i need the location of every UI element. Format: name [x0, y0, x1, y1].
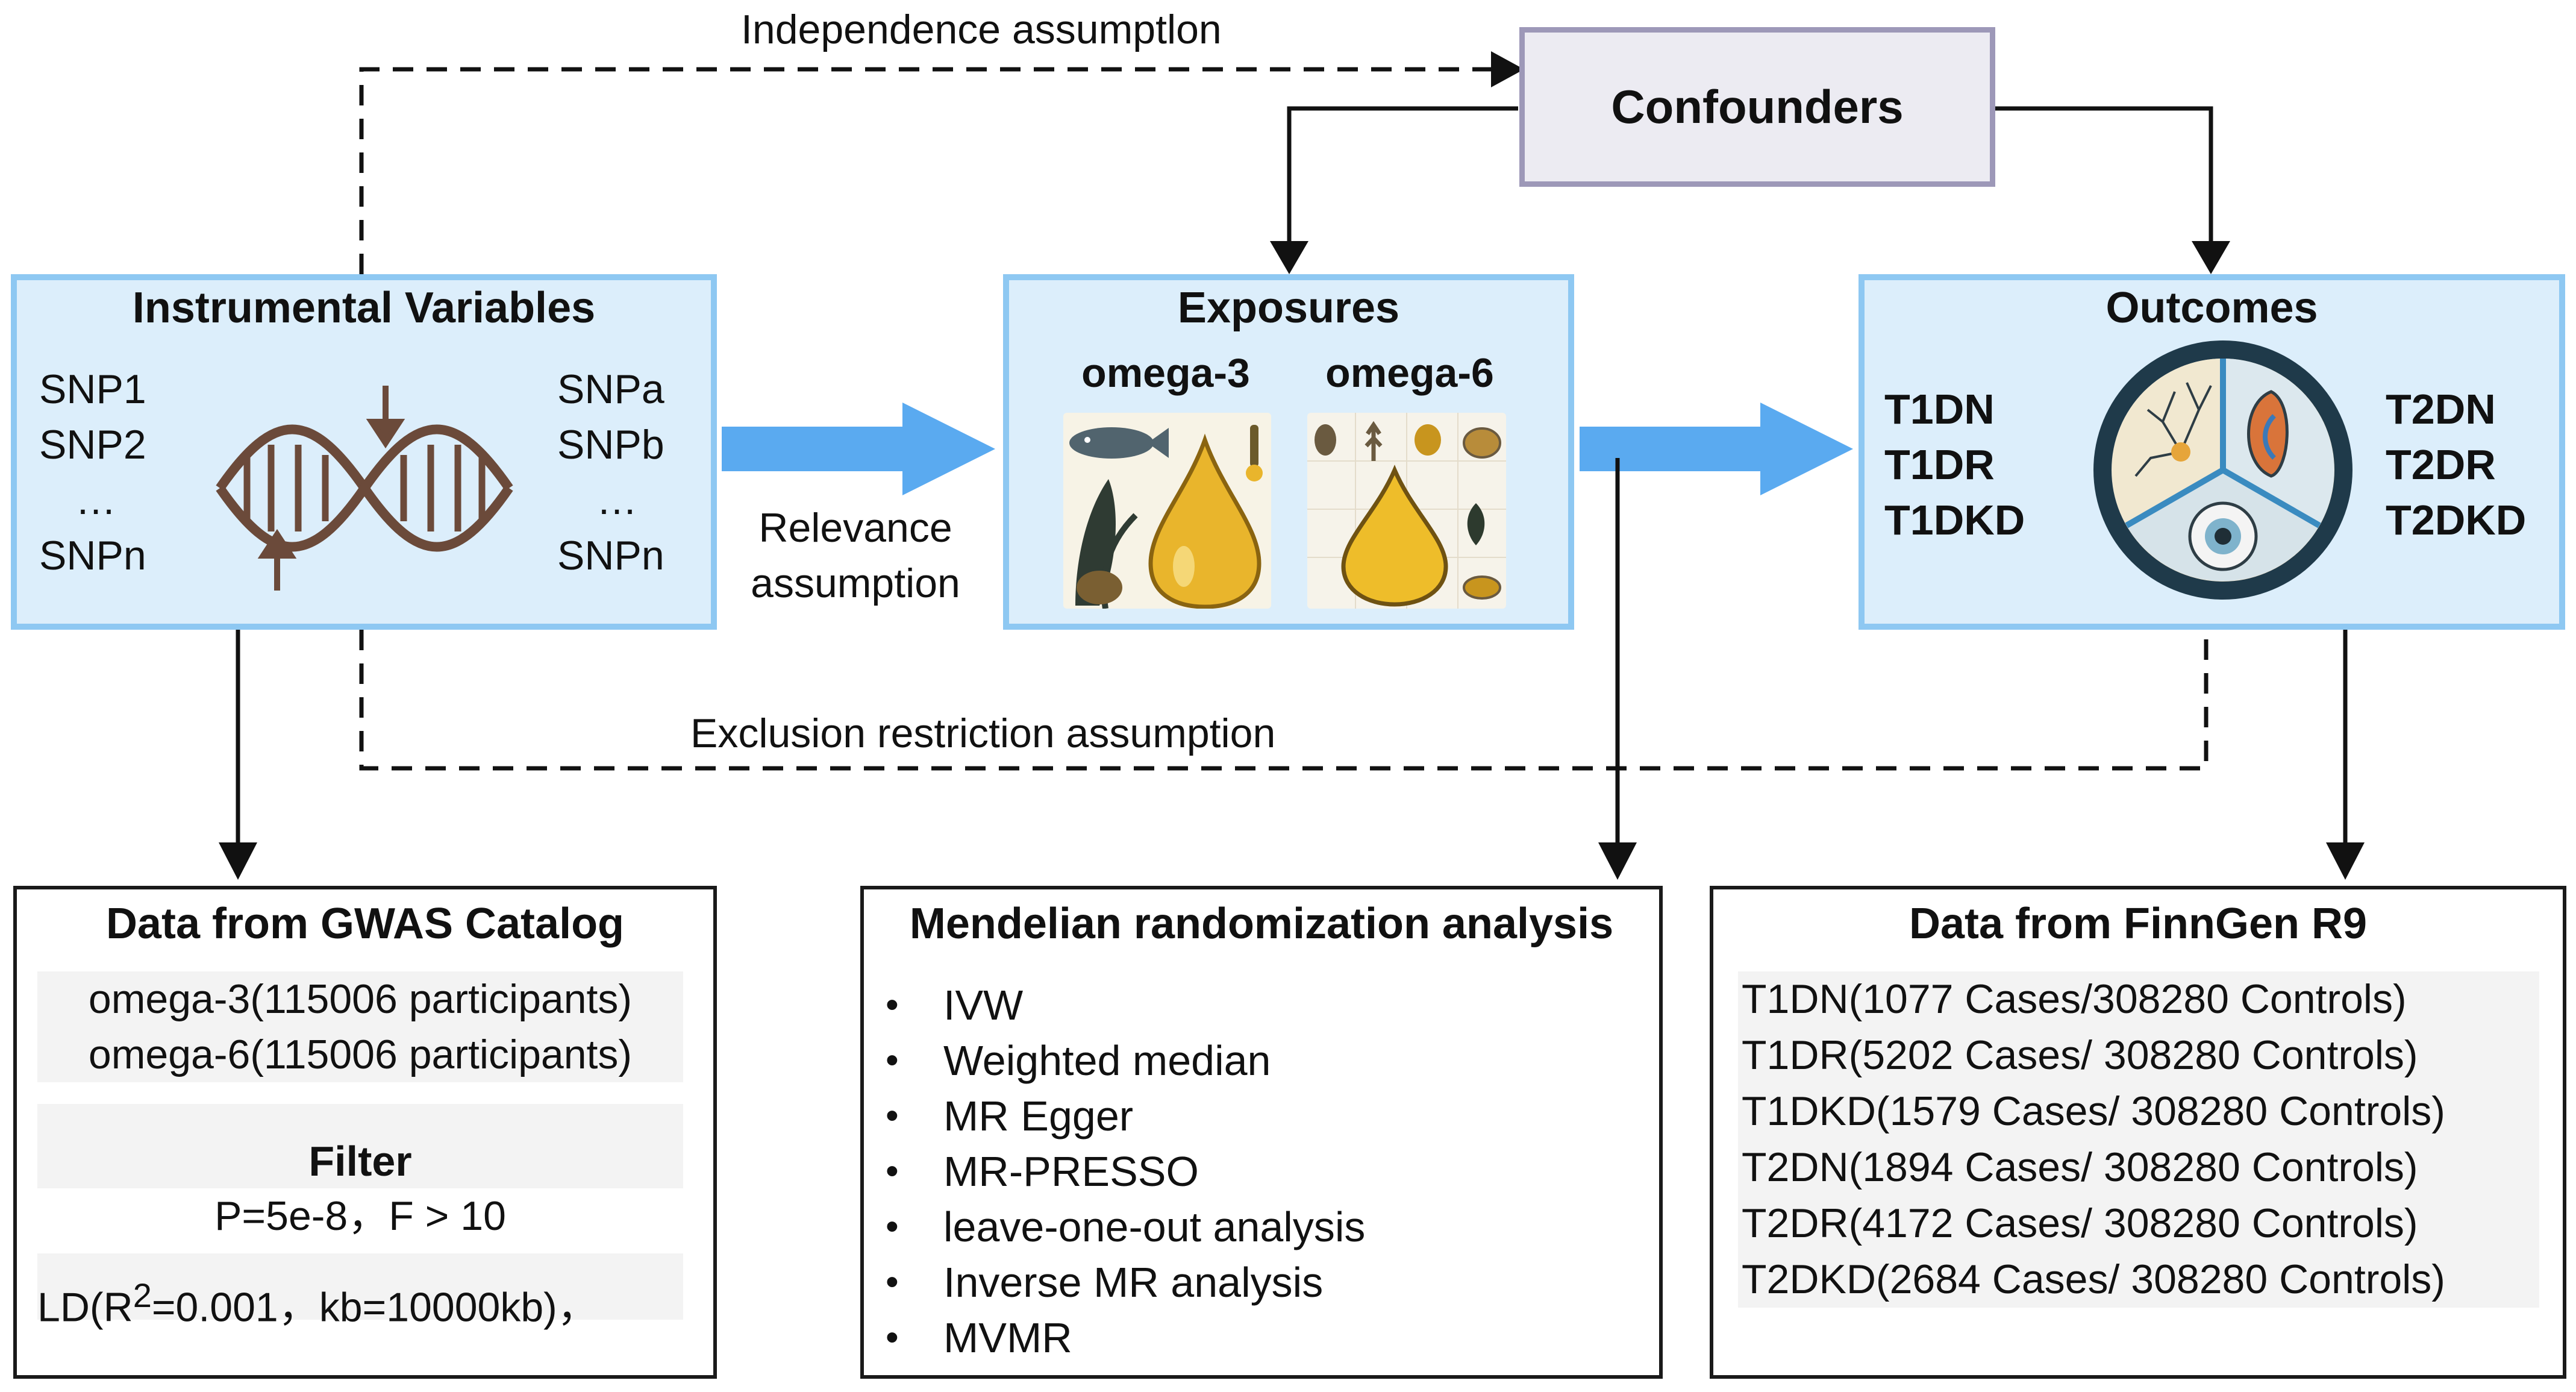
mr-method-item: MVMR [861, 1310, 1365, 1365]
confounder-to-outcome-arrowhead [2192, 241, 2230, 274]
exclusion-dashed-line [359, 630, 2209, 771]
exposure-omega6-label: omega-6 [1325, 350, 1494, 396]
independence-dashed-line [359, 67, 1491, 274]
snp-left-ellipsis: … [75, 477, 116, 523]
mr-method-item: MR-PRESSO [861, 1144, 1365, 1199]
snp-right-n: SNPn [557, 533, 664, 578]
mr-method-item: leave-one-out analysis [861, 1199, 1365, 1255]
finngen-case-list: T1DN(1077 Cases/308280 Controls) T1DR(52… [1738, 971, 2539, 1308]
mr-methods-list: IVW Weighted median MR Egger MR-PRESSO l… [861, 977, 1365, 1365]
snp-left-1: SNP1 [39, 366, 146, 412]
iv-to-gwas-arrowhead [219, 842, 257, 880]
exposures-title: Exposures [1177, 284, 1400, 332]
confounder-to-outcome-line [1991, 106, 2213, 244]
confounders-label: Confounders [1611, 80, 1904, 133]
diabetic-complications-icon [2093, 340, 2352, 600]
snp-right-b: SNPb [557, 422, 664, 468]
confounders-box: Confounders [1519, 27, 1995, 187]
finngen-row: T2DR(4172 Cases/ 308280 Controls) [1742, 1200, 2418, 1246]
filter-title: Filter [37, 1104, 683, 1188]
outcome-to-finngen-arrowhead [2326, 842, 2365, 880]
snp-left-n: SNPn [39, 533, 146, 578]
gwas-omega3-line: omega-3(115006 participants) [88, 976, 633, 1022]
outcomes-title: Outcomes [2106, 284, 2318, 332]
independence-arrowhead [1491, 51, 1524, 87]
finngen-row: T2DKD(2684 Cases/ 308280 Controls) [1742, 1256, 2445, 1302]
ld-superscript: 2 [133, 1276, 152, 1314]
outcome-t1dr: T1DR [1884, 441, 1995, 488]
relevance-blue-arrow [722, 403, 995, 495]
ld-criteria: LD(R2=0.001，kb=10000kb)， [37, 1253, 683, 1331]
instrumental-variables-box [11, 274, 717, 630]
snp-left-2: SNP2 [39, 422, 146, 468]
gwas-omega6-line: omega-6(115006 participants) [88, 1032, 633, 1077]
exposure-to-mr-arrowhead [1598, 842, 1637, 880]
snp-right-ellipsis: … [596, 477, 637, 523]
ld-prefix: LD(R [37, 1284, 133, 1331]
filter-criteria: P=5e-8，F > 10 [214, 1193, 506, 1239]
snp-list-right: SNPa SNPb … SNPn [557, 362, 664, 583]
mr-method-item: Inverse MR analysis [861, 1255, 1365, 1310]
independence-assumption-label: Independence assumptlon [741, 7, 1222, 52]
outcomes-type2-list: T2DN T2DR T2DKD [2386, 381, 2526, 548]
finngen-row: T2DN(1894 Cases/ 308280 Controls) [1742, 1144, 2418, 1190]
snp-right-a: SNPa [557, 366, 664, 412]
outcome-t1dkd: T1DKD [1884, 497, 2025, 544]
mr-method-item: MR Egger [861, 1088, 1365, 1144]
exposure-to-outcome-blue-arrow [1580, 403, 1853, 495]
relevance-assumption-label: Relevance assumption [723, 500, 988, 611]
relevance-label-line2: assumption [751, 560, 960, 606]
relevance-label-line1: Relevance [758, 505, 952, 551]
finngen-row: T1DKD(1579 Cases/ 308280 Controls) [1742, 1088, 2445, 1134]
instrumental-variables-title: Instrumental Variables [132, 284, 596, 332]
gwas-participants: omega-3(115006 participants) omega-6(115… [37, 971, 683, 1082]
outcome-t2dn: T2DN [2386, 386, 2496, 433]
seed-oil-drop-icon [1307, 413, 1506, 609]
outcome-t2dr: T2DR [2386, 441, 2496, 488]
outcomes-type1-list: T1DN T1DR T1DKD [1884, 381, 2025, 548]
confounder-to-exposure-line [1287, 106, 1518, 244]
gwas-catalog-title: Data from GWAS Catalog [105, 900, 625, 948]
confounder-to-exposure-arrowhead [1270, 241, 1308, 274]
mr-method-item: Weighted median [861, 1033, 1365, 1088]
outcome-t1dn: T1DN [1884, 386, 1995, 433]
finngen-row: T1DR(5202 Cases/ 308280 Controls) [1742, 1032, 2418, 1078]
exposure-omega3-label: omega-3 [1081, 350, 1250, 396]
snp-list-left: SNP1 SNP2 … SNPn [39, 362, 146, 583]
exclusion-restriction-label: Exclusion restriction assumption [686, 710, 1281, 757]
outcome-t2dkd: T2DKD [2386, 497, 2527, 544]
finngen-row: T1DN(1077 Cases/308280 Controls) [1742, 976, 2407, 1022]
fish-oil-drop-icon [1063, 413, 1271, 609]
mr-method-item: IVW [861, 977, 1365, 1033]
mr-analysis-title: Mendelian randomization analysis [909, 900, 1614, 948]
ld-suffix: =0.001，kb=10000kb)， [151, 1284, 598, 1331]
dna-icon [216, 386, 513, 591]
finngen-title: Data from FinnGen R9 [1909, 900, 2368, 948]
